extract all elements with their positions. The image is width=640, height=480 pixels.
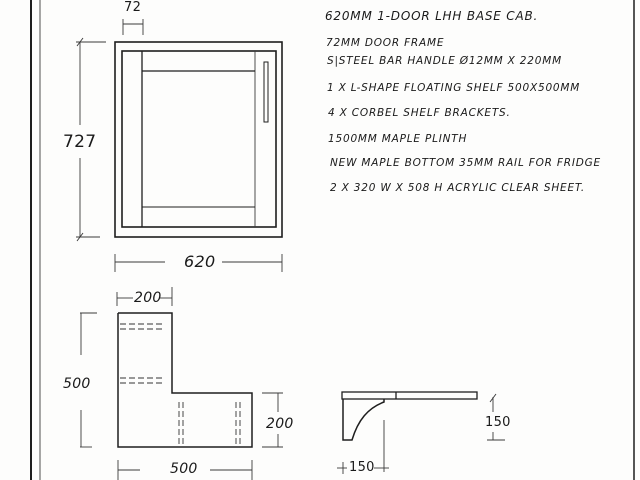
dim-label-frame-72: 72 bbox=[124, 0, 142, 15]
corbel-bracket-detail bbox=[341, 391, 478, 472]
note-handle: S|Steel Bar Handle Ø12mm x 220mm bbox=[327, 55, 562, 67]
page-border bbox=[30, 0, 635, 480]
dimension-width-620 bbox=[114, 254, 283, 272]
note-plinth: 1500mm Maple Plinth bbox=[328, 133, 468, 145]
dim-label-plan-width-500: 500 bbox=[170, 461, 198, 477]
dim-label-plan-right-200: 200 bbox=[266, 416, 294, 432]
dimension-plan-right-200 bbox=[262, 392, 283, 448]
cabinet-front-elevation bbox=[114, 41, 283, 238]
dim-label-plan-top-200: 200 bbox=[134, 290, 162, 306]
dimension-frame-width bbox=[122, 19, 144, 35]
note-floating-shelf: 1 x L-Shape Floating Shelf 500x500mm bbox=[327, 82, 581, 94]
note-acrylic-sheet: 2 x 320 W x 508 H Acrylic Clear Sheet. bbox=[330, 182, 585, 194]
dimension-height-727 bbox=[76, 37, 106, 242]
note-fridge-rail: New Maple Bottom 35mm Rail for Fridge bbox=[330, 157, 601, 169]
dimension-bracket-height-150 bbox=[487, 393, 505, 441]
dim-label-bracket-height-150: 150 bbox=[485, 415, 511, 430]
dim-label-plan-depth-500: 500 bbox=[63, 376, 91, 392]
dimension-plan-depth-500 bbox=[80, 312, 97, 448]
dimension-plan-top-200 bbox=[116, 287, 173, 306]
dim-label-width-620: 620 bbox=[184, 252, 216, 271]
note-cabinet: 620mm 1-Door LHH Base Cab. bbox=[325, 9, 539, 23]
note-door-frame: 72mm Door Frame bbox=[326, 37, 445, 49]
dimension-bracket-depth-150 bbox=[337, 462, 389, 474]
dim-label-height-727: 727 bbox=[63, 132, 97, 152]
dim-label-bracket-depth-150: 150 bbox=[349, 460, 375, 475]
dimension-plan-width-500 bbox=[117, 460, 253, 480]
bar-handle bbox=[263, 61, 269, 123]
l-shape-shelf-plan bbox=[117, 312, 253, 448]
note-corbel-brackets: 4 x Corbel Shelf Brackets. bbox=[328, 107, 511, 119]
